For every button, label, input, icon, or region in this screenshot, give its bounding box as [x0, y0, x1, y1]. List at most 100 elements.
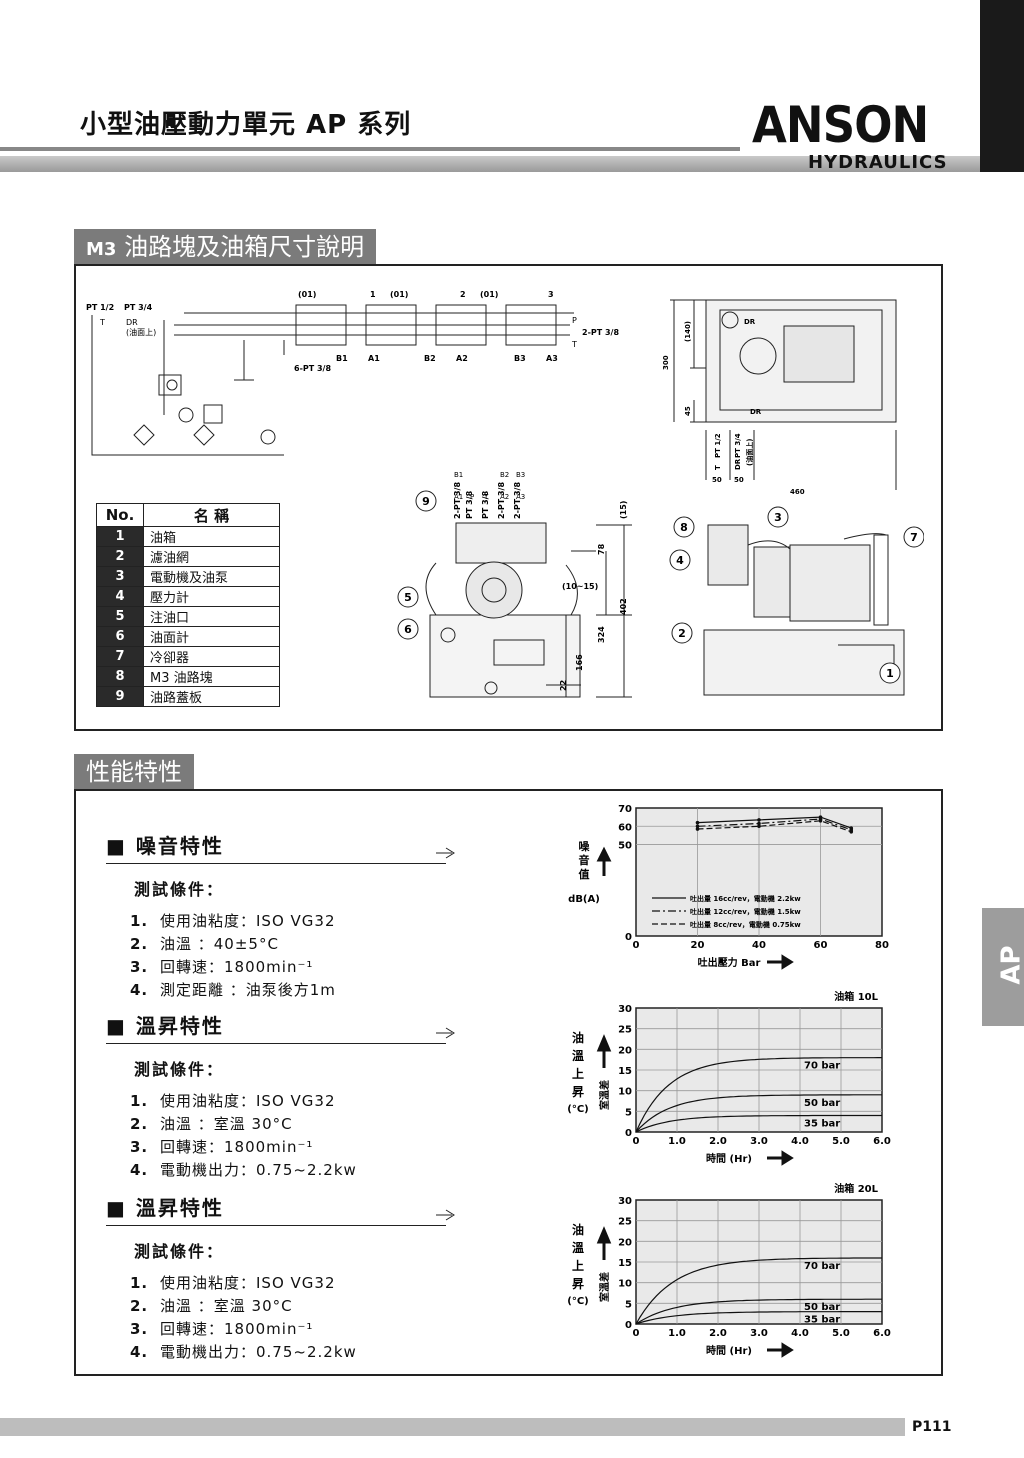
callout-number: 3: [774, 511, 782, 524]
front-vertical-label: 2-PT 3/8: [497, 482, 506, 519]
dim-15: (15): [619, 501, 628, 519]
x-tick-label: 60: [814, 940, 828, 951]
dim-45: 45: [684, 406, 692, 416]
condition-item: 2.油溫 ：40±5°C: [130, 933, 456, 956]
dim-460: 460: [790, 488, 805, 496]
item-text: 油溫 ：室溫 30°C: [160, 1297, 293, 1315]
y-tick-label: 50: [618, 841, 632, 852]
legend-label: 吐出量 8cc/rev，電動機 0.75kw: [690, 920, 801, 929]
front-port: A2: [500, 493, 509, 501]
series-line: [697, 816, 852, 829]
y-axis-label: 音: [579, 853, 590, 867]
top-pt34-label: PT 3/4: [734, 433, 742, 458]
part-no: 2: [96, 546, 144, 567]
series-label: 70 bar: [804, 1061, 840, 1072]
condition-item: 4.電動機出力：0.75~2.2kw: [130, 1159, 456, 1182]
dim-50b: 50: [734, 476, 744, 484]
series-label: 35 bar: [804, 1118, 840, 1129]
y-tick-label: 0: [625, 1320, 632, 1331]
block-heading: ■ 溫昇特性: [106, 1014, 224, 1038]
top-dr-label: DR: [744, 318, 756, 326]
part-name: 壓力計: [143, 586, 280, 607]
circuit-6pt38-label: 6-PT 3/8: [294, 364, 331, 373]
top-dr2-label: DR: [750, 408, 762, 416]
callout-number: 6: [404, 623, 412, 636]
section1-heading: M3 油路塊及油箱尺寸說明: [74, 229, 377, 265]
condition-item: 2.油溫 ：室溫 30°C: [130, 1295, 456, 1318]
front-port: B2: [500, 471, 509, 479]
part-no: 4: [96, 586, 144, 607]
x-tick-label: 4.0: [791, 1136, 809, 1147]
condition-item: 3.回轉速：1800min⁻¹: [130, 1136, 456, 1159]
brand-logo-main: ANSON: [752, 96, 929, 154]
side-view-drawing: 8 3 7 4 2 1: [669, 506, 924, 696]
callout-number: 7: [910, 531, 918, 544]
part-name: 冷卻器: [143, 646, 280, 667]
part-no: 6: [96, 626, 144, 647]
y-axis-unit: (°C): [567, 1296, 588, 1307]
front-vertical-label: 2-PT 3/8: [513, 482, 522, 519]
section2-heading: 性能特性: [74, 754, 194, 790]
dim-10-15: (10~15): [562, 582, 598, 591]
part-no: 8: [96, 666, 144, 687]
series-line: [635, 1094, 882, 1133]
parts-header-no: No.: [96, 503, 144, 527]
y-tick-label: 15: [618, 1066, 632, 1077]
circuit-port-label: B3: [514, 354, 526, 363]
circuit-port-label: A3: [546, 354, 558, 363]
item-text: 油溫 ：40±5°C: [160, 935, 279, 953]
callout-number: 1: [886, 667, 894, 680]
item-num: 4.: [130, 981, 149, 999]
condition-item: 4.測定距離 ：油泵後方1m: [130, 979, 456, 1002]
condition-item: 1.使用油粘度：ISO VG32: [130, 1090, 456, 1113]
arrow-up-icon: [596, 1034, 612, 1068]
item-num: 1.: [130, 912, 149, 930]
y-axis-label: 昇: [572, 1277, 584, 1291]
arrow-right-icon: [767, 954, 794, 970]
circuit-t-label: T: [99, 318, 105, 327]
circuit-pt34-label: PT 3/4: [124, 303, 153, 312]
data-point: [757, 824, 761, 829]
x-tick-label: 5.0: [832, 1328, 850, 1339]
circuit-top-2: 2: [460, 290, 466, 299]
circuit-port-label: A2: [456, 354, 468, 363]
circuit-port-label: A1: [368, 354, 380, 363]
y-axis-label: 上: [572, 1066, 584, 1081]
y-axis-label: 溫: [572, 1241, 584, 1255]
dim-50a: 50: [712, 476, 722, 484]
front-port: P: [470, 493, 474, 501]
dim-402: 402: [619, 598, 628, 615]
x-axis-label: 吐出壓力 Bar: [698, 956, 761, 969]
series-line: [635, 1257, 882, 1325]
part-name: 注油口: [143, 606, 280, 627]
y-tick-label: 30: [618, 1196, 632, 1207]
chart-title: 油箱 20L: [834, 1182, 878, 1195]
x-tick-label: 2.0: [709, 1136, 727, 1147]
y-axis-sub-label: 室溫差: [598, 1272, 611, 1302]
top-dr3-label: DR: [734, 458, 742, 470]
data-point: [757, 818, 761, 822]
y-tick-label: 0: [625, 932, 632, 943]
data-point: [695, 820, 700, 825]
section1-title: 油路塊及油箱尺寸說明: [124, 233, 365, 261]
x-tick-label: 20: [691, 940, 705, 951]
dim-300: 300: [662, 355, 670, 370]
condition-item: 1. 使用油粘度：ISO VG32: [130, 910, 456, 933]
y-tick-label: 5: [625, 1107, 632, 1118]
y-tick-label: 10: [618, 1279, 632, 1290]
dim-78: 78: [597, 543, 606, 555]
y-tick-label: 60: [618, 822, 632, 833]
x-tick-label: 3.0: [750, 1136, 768, 1147]
data-point: [757, 821, 761, 826]
section2-title: 性能特性: [86, 758, 182, 786]
arrow-up-icon: [596, 846, 612, 876]
y-tick-label: 30: [618, 1004, 632, 1015]
item-text: 使用油粘度：ISO VG32: [160, 912, 336, 930]
part-no: 1: [96, 526, 144, 547]
